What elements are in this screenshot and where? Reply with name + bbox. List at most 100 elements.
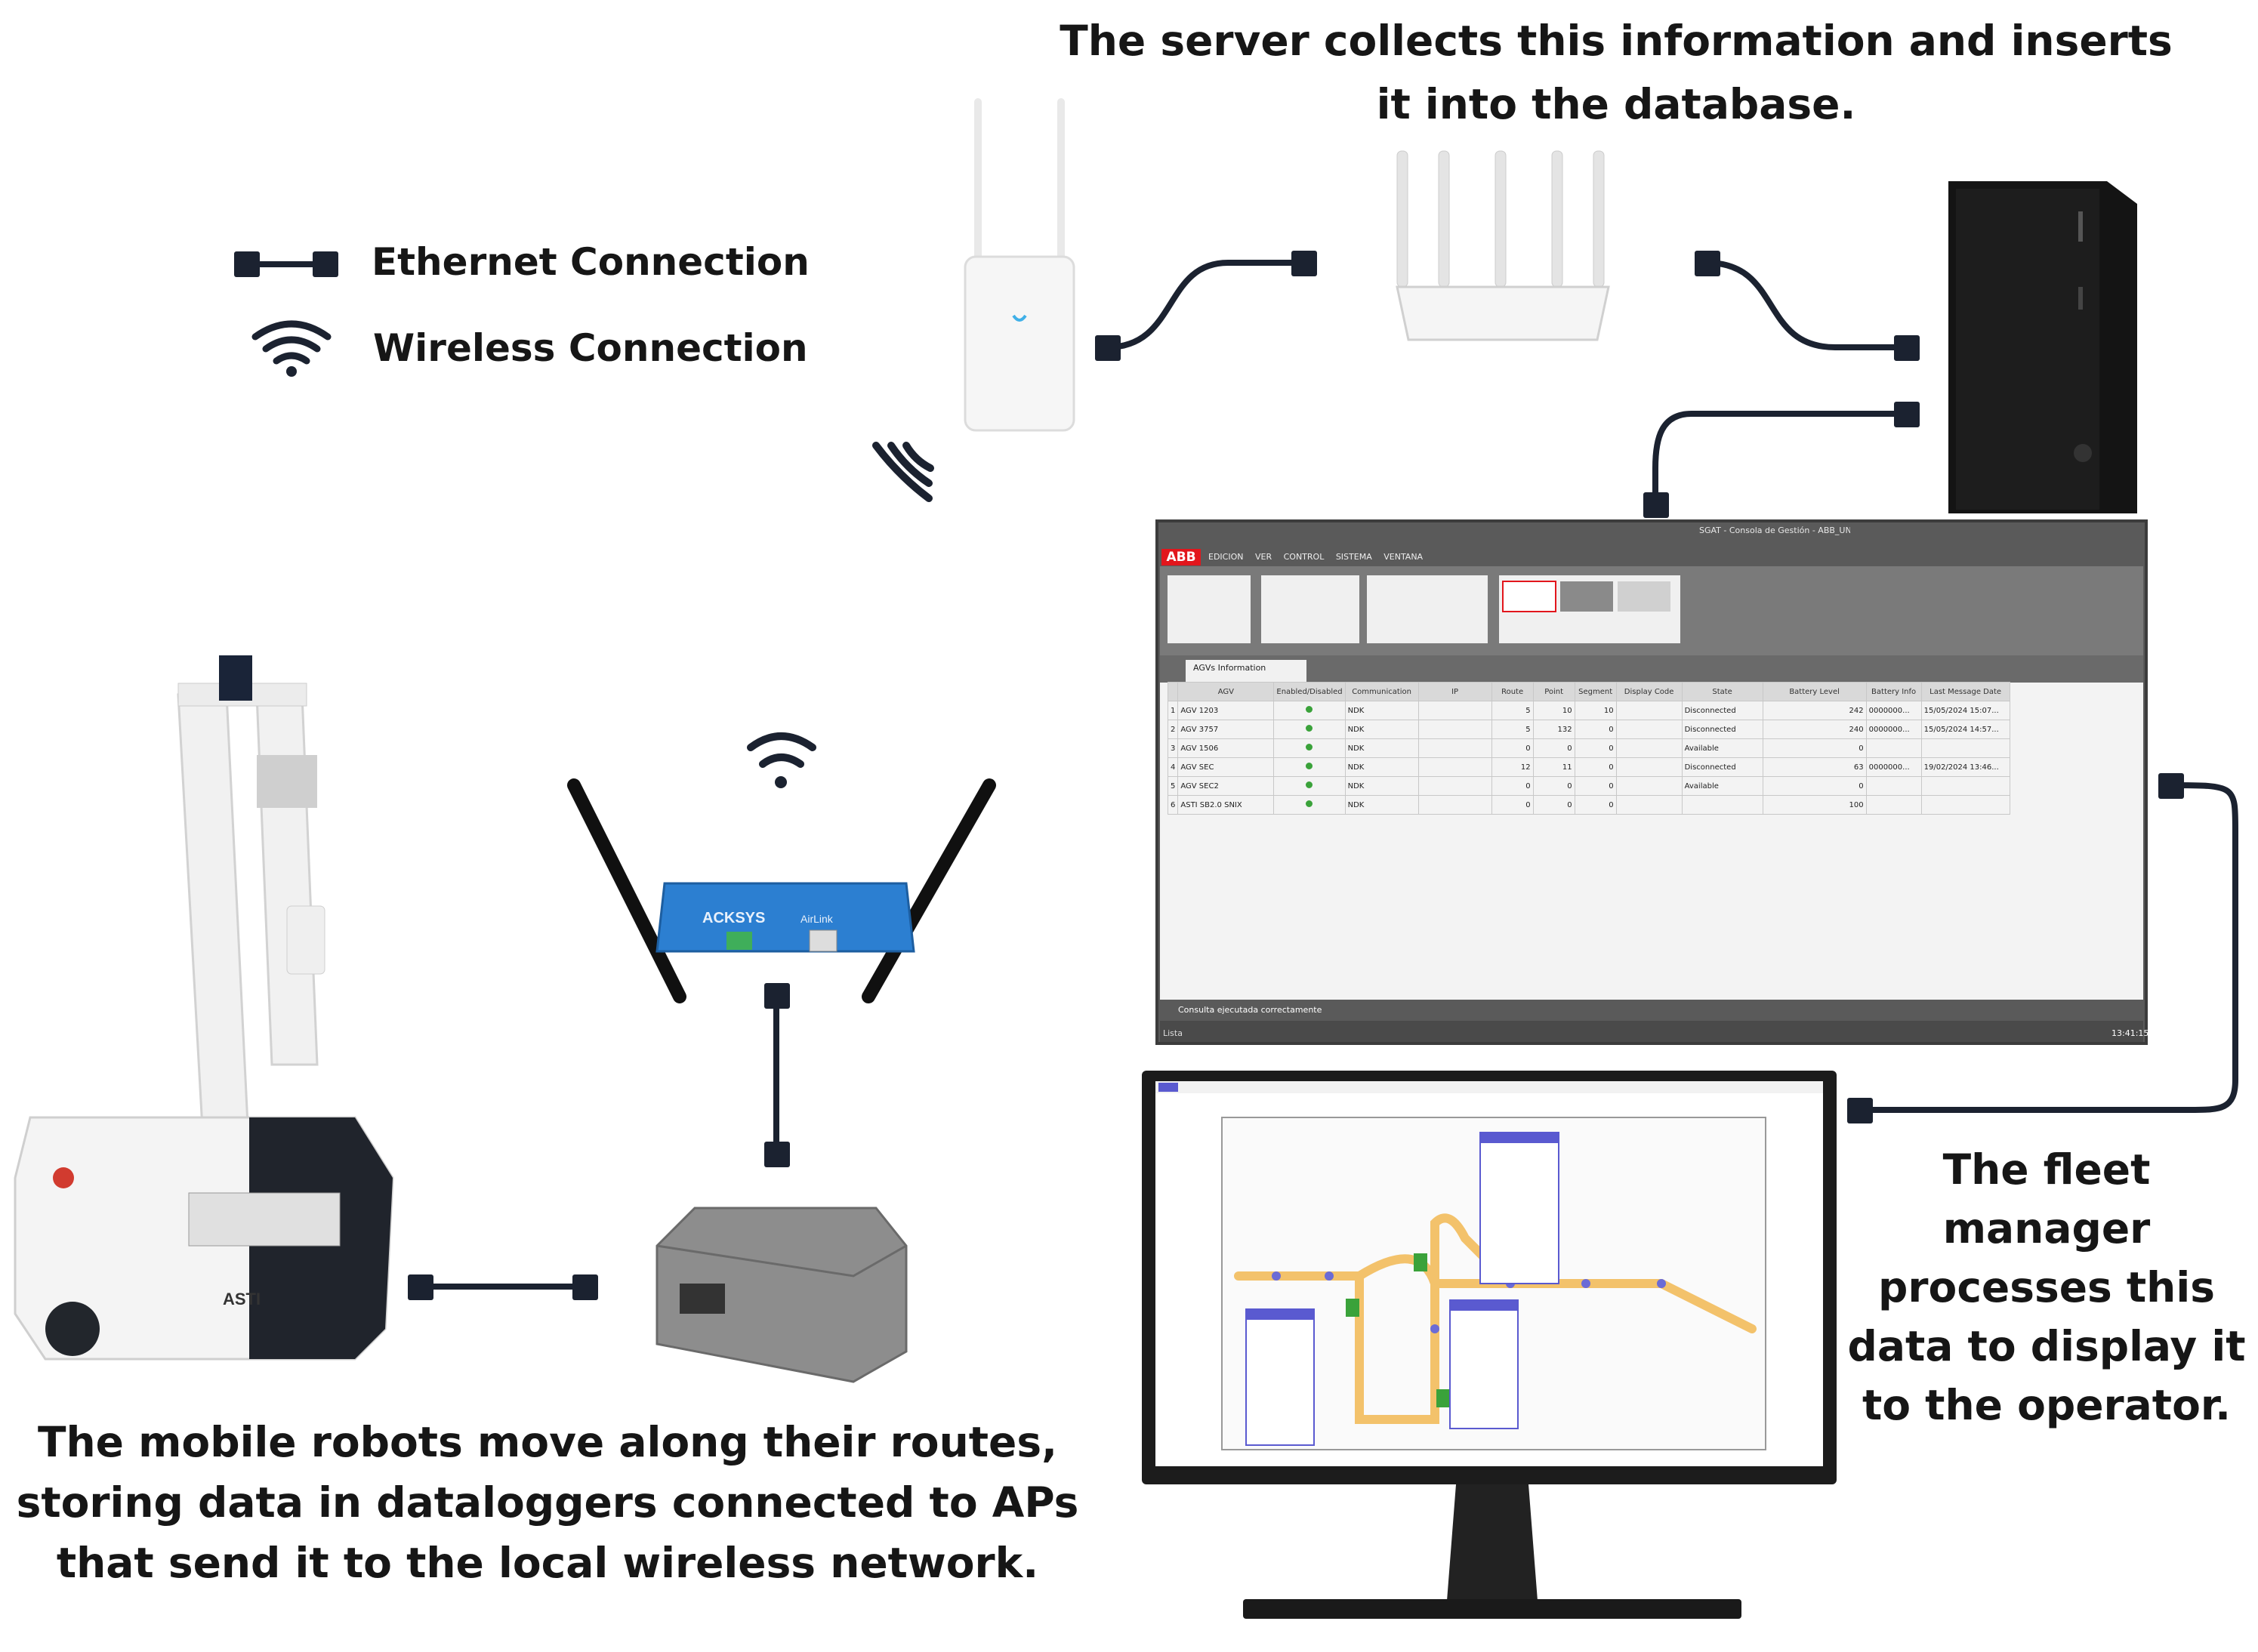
row-number: 2 xyxy=(1167,720,1179,739)
last-message-date xyxy=(1920,738,2010,758)
communication: NDK xyxy=(1344,720,1419,739)
segment: 0 xyxy=(1574,720,1617,739)
column-header[interactable]: Enabled/Disabled xyxy=(1273,682,1346,701)
agv-name: ASTI SB2.0 SNIX xyxy=(1177,795,1275,815)
point: 0 xyxy=(1532,795,1575,815)
wifi-signal-icon xyxy=(872,442,934,502)
ethernet-connection-icon xyxy=(234,251,338,277)
row-number: 4 xyxy=(1167,757,1179,777)
robot-label: ASTI xyxy=(223,1290,261,1308)
state: Disconnected xyxy=(1681,757,1763,777)
state: Disconnected xyxy=(1681,720,1763,739)
abb-logo: ABB xyxy=(1161,549,1201,566)
menu-item[interactable]: EDICION xyxy=(1208,552,1244,562)
agv-name: AGV 3757 xyxy=(1177,720,1275,739)
display-code xyxy=(1615,720,1683,739)
battery-info xyxy=(1865,776,1922,796)
battery-level: 63 xyxy=(1762,757,1867,777)
table-header-row: AGV Enabled/Disabled Communication IP Ro… xyxy=(1167,682,2010,701)
row-number: 5 xyxy=(1167,776,1179,796)
wireless-connection-icon xyxy=(251,320,332,377)
ip-cell xyxy=(1417,795,1492,815)
battery-level: 242 xyxy=(1762,701,1867,720)
enabled-indicator xyxy=(1273,738,1346,758)
battery-level: 100 xyxy=(1762,795,1867,815)
column-header[interactable]: Route xyxy=(1491,682,1534,701)
fleet-manager-caption: The fleet manager processes this data to… xyxy=(1847,1145,2246,1429)
battery-info: 0000000... xyxy=(1865,757,1922,777)
column-header[interactable]: State xyxy=(1681,682,1763,701)
communication: NDK xyxy=(1344,795,1419,815)
route: 0 xyxy=(1491,776,1534,796)
status-dot-icon xyxy=(1306,725,1313,732)
tab-agvs-information[interactable]: AGVs Information xyxy=(1193,663,1266,673)
sgat-footer-label: Lista xyxy=(1163,1028,1183,1038)
route: 12 xyxy=(1491,757,1534,777)
communication: NDK xyxy=(1344,701,1419,720)
status-dot-icon xyxy=(1306,706,1313,713)
last-message-date: 15/05/2024 15:07... xyxy=(1920,701,2010,720)
segment: 10 xyxy=(1574,701,1617,720)
menu-item[interactable]: VENTANA xyxy=(1383,552,1424,562)
column-header[interactable]: Last Message Date xyxy=(1920,682,2010,701)
segment: 0 xyxy=(1574,757,1617,777)
table-row[interactable]: 1 AGV 1203 NDK 5 10 10 Disconnected 242 … xyxy=(1167,701,2010,720)
status-dot-icon xyxy=(1306,744,1313,750)
row-number: 3 xyxy=(1167,738,1179,758)
column-header[interactable]: Communication xyxy=(1344,682,1419,701)
point: 11 xyxy=(1532,757,1575,777)
enabled-indicator xyxy=(1273,701,1346,720)
fleet-monitor xyxy=(1142,1071,1837,1619)
datalogger xyxy=(655,1207,908,1383)
route: 0 xyxy=(1491,738,1534,758)
column-header[interactable]: Display Code xyxy=(1615,682,1683,701)
table-row[interactable]: 4 AGV SEC NDK 12 11 0 Disconnected 63 00… xyxy=(1167,757,2010,777)
route: 5 xyxy=(1491,701,1534,720)
col-row-number xyxy=(1167,682,1179,701)
ip-cell xyxy=(1417,738,1492,758)
route: 5 xyxy=(1491,720,1534,739)
table-row[interactable]: 5 AGV SEC2 NDK 0 0 0 Available 0 xyxy=(1167,776,2010,796)
status-dot-icon xyxy=(1306,763,1313,769)
column-header[interactable]: Battery Info xyxy=(1865,682,1922,701)
agv-name: AGV 1203 xyxy=(1177,701,1275,720)
server-tower xyxy=(1948,181,2137,513)
server-caption: The server collects this information and… xyxy=(1060,17,2173,128)
ap-model-label: AirLink xyxy=(800,913,834,925)
ethernet-cables xyxy=(420,260,2238,1290)
display-code xyxy=(1615,776,1683,796)
status-dot-icon xyxy=(1306,781,1313,788)
table-row[interactable]: 2 AGV 3757 NDK 5 132 0 Disconnected 240 … xyxy=(1167,720,2010,739)
menu-item[interactable]: VER xyxy=(1254,552,1272,562)
agv-name: AGV SEC xyxy=(1177,757,1275,777)
last-message-date xyxy=(1920,776,2010,796)
state: Available xyxy=(1681,738,1763,758)
point: 0 xyxy=(1532,776,1575,796)
battery-level: 240 xyxy=(1762,720,1867,739)
communication: NDK xyxy=(1344,738,1419,758)
battery-info xyxy=(1865,738,1922,758)
ip-cell xyxy=(1417,701,1492,720)
display-code xyxy=(1615,795,1683,815)
menu-item[interactable]: CONTROL xyxy=(1283,552,1325,562)
last-message-date xyxy=(1920,795,2010,815)
column-header[interactable]: AGV xyxy=(1177,682,1275,701)
state xyxy=(1681,795,1763,815)
ip-cell xyxy=(1417,776,1492,796)
column-header[interactable]: Point xyxy=(1532,682,1575,701)
column-header[interactable]: IP xyxy=(1417,682,1492,701)
menu-item[interactable]: SISTEMA xyxy=(1335,552,1372,562)
state: Disconnected xyxy=(1681,701,1763,720)
sgat-window-title: SGAT - Consola de Gestión - ABB_UN xyxy=(1699,525,1850,535)
column-header[interactable]: Segment xyxy=(1574,682,1617,701)
legend-wireless-label: Wireless Connection xyxy=(373,326,808,370)
battery-info: 0000000... xyxy=(1865,720,1922,739)
outdoor-access-point xyxy=(964,98,1075,432)
legend-ethernet-label: Ethernet Connection xyxy=(372,240,810,284)
table-row[interactable]: 6 ASTI SB2.0 SNIX NDK 0 0 0 100 xyxy=(1167,795,2010,815)
battery-level: 0 xyxy=(1762,776,1867,796)
ip-cell xyxy=(1417,757,1492,777)
column-header[interactable]: Battery Level xyxy=(1762,682,1867,701)
last-message-date: 15/05/2024 14:57... xyxy=(1920,720,2010,739)
table-row[interactable]: 3 AGV 1506 NDK 0 0 0 Available 0 xyxy=(1167,738,2010,758)
